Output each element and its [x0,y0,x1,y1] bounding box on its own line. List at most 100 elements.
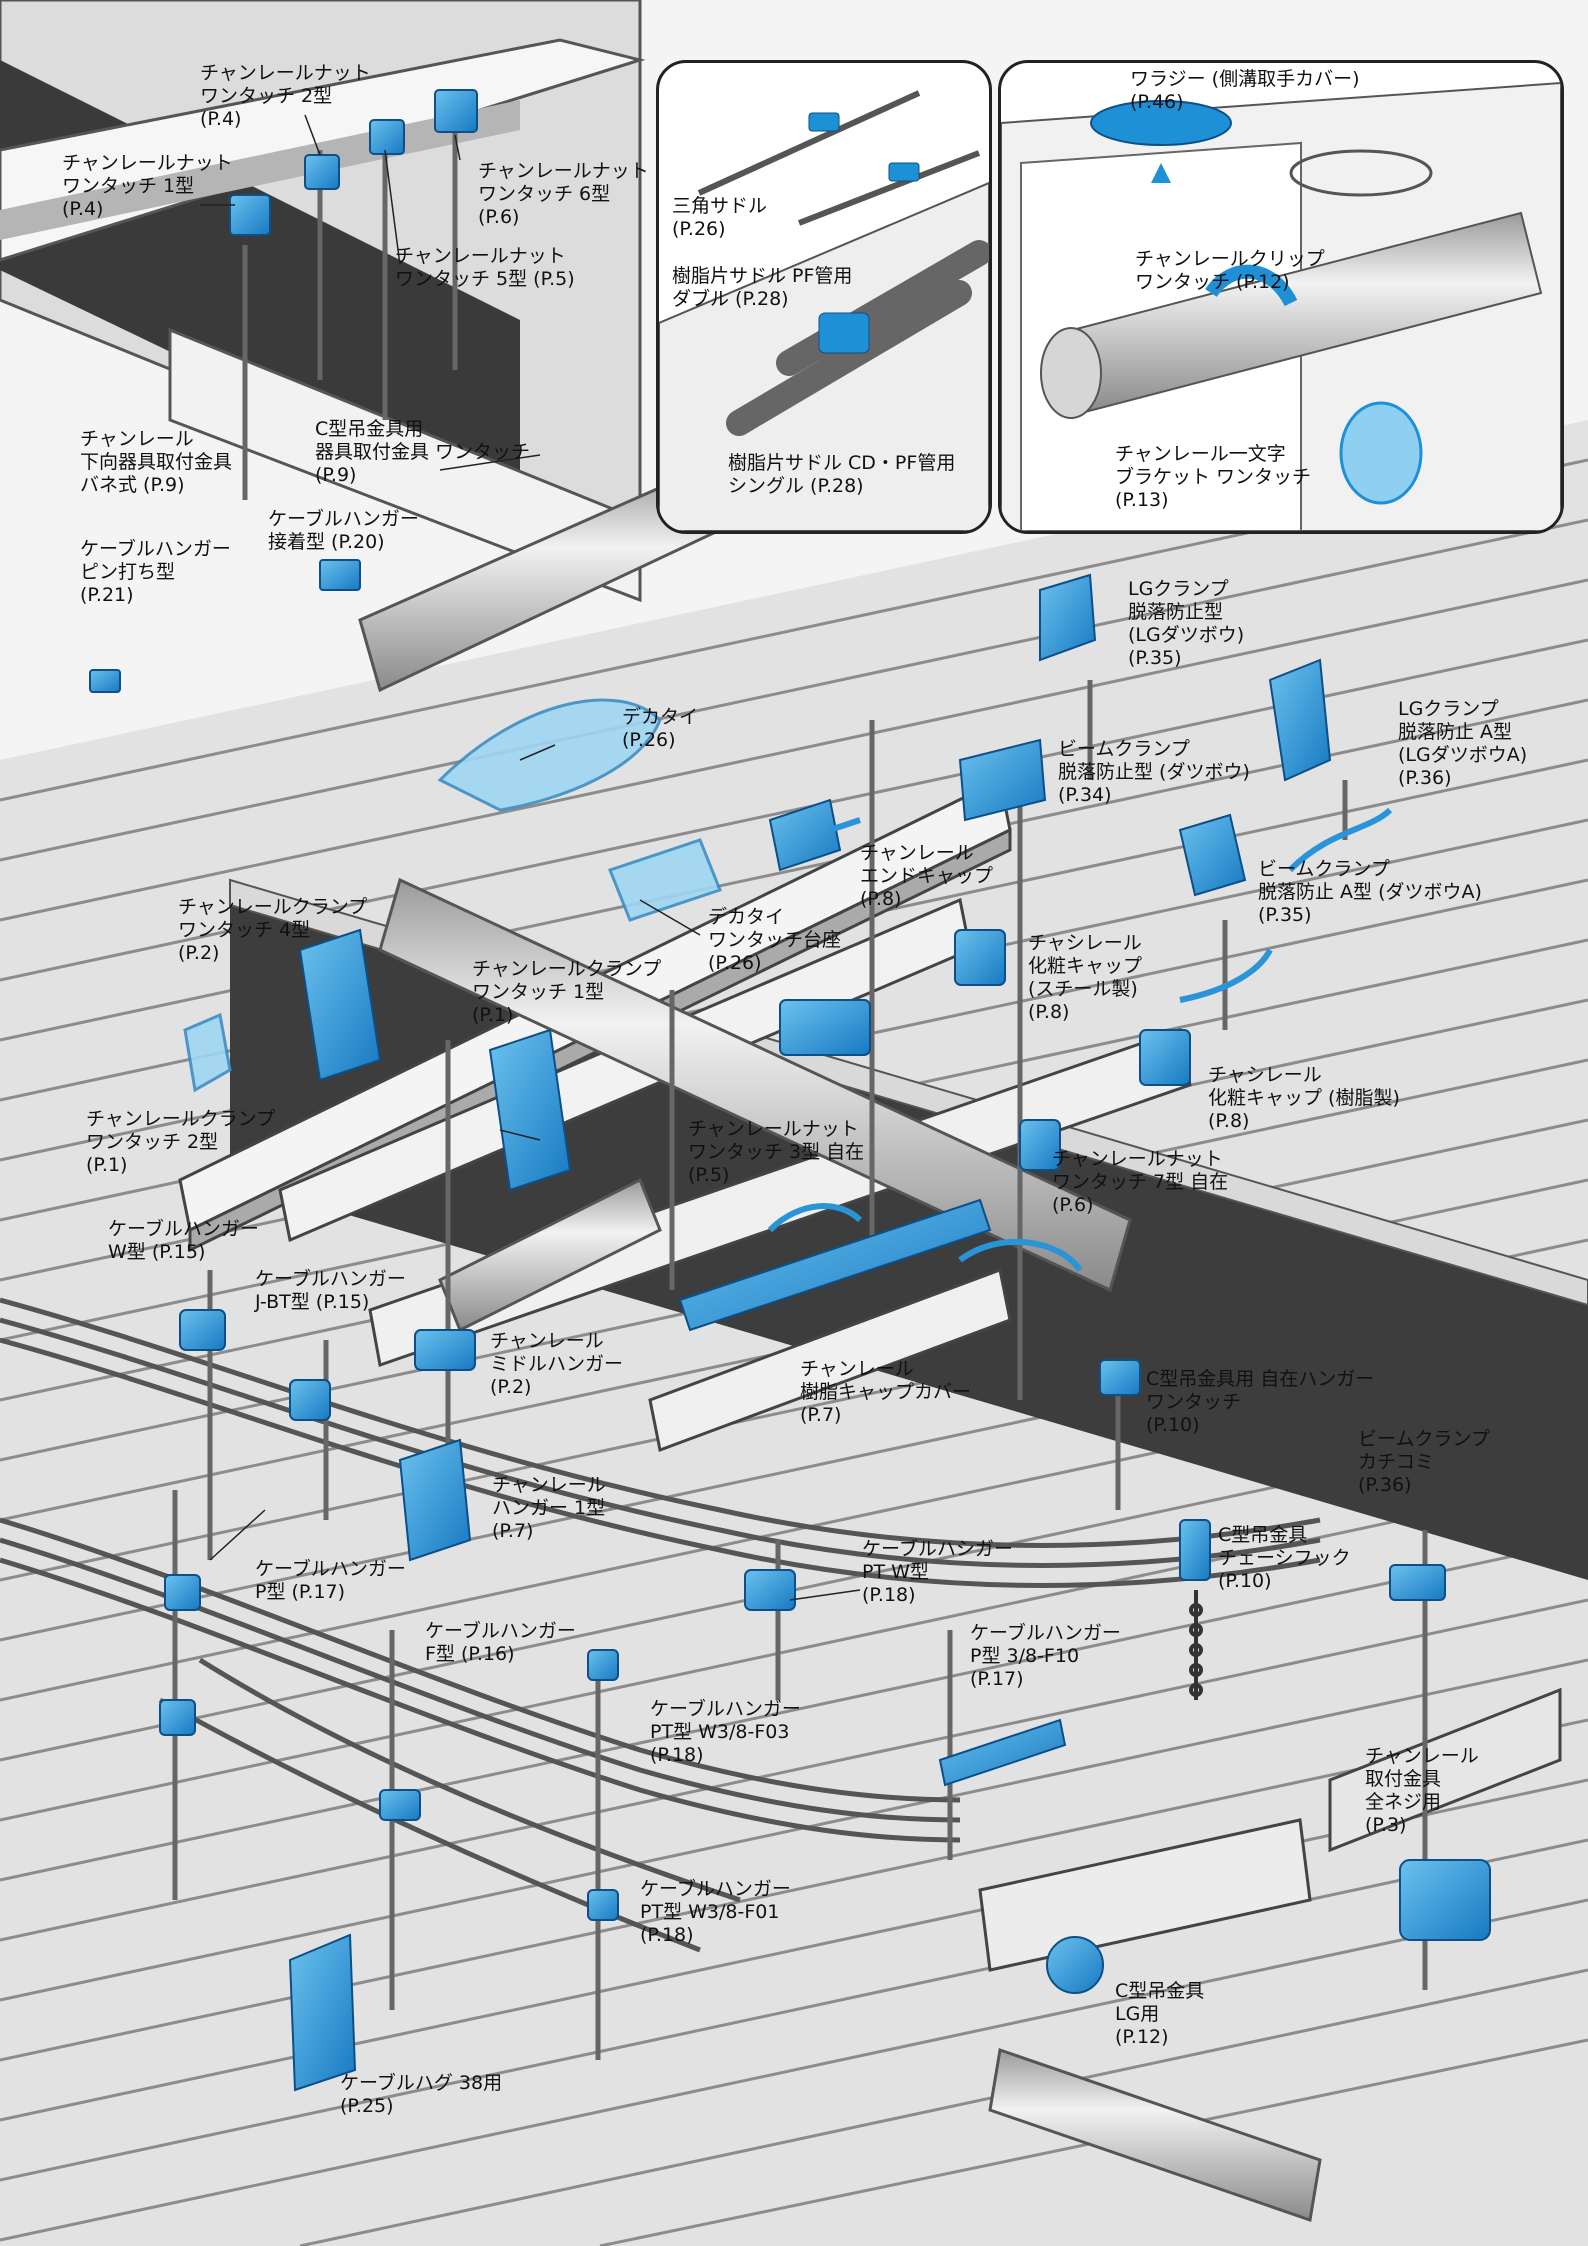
label-cap-steel: チャシレール化粧キャップ(スチール製)(P.8) [1028,932,1142,1024]
label-line: ビームクランプ [1058,738,1190,760]
label-line: ワンタッチ [1146,1391,1242,1413]
label-line: 取付金具 [1365,1768,1442,1790]
label-hanger-adhesive: ケーブルハンガー接着型 (P.20) [268,508,419,554]
label-line: (P.7) [492,1520,534,1542]
label-line: (P.7) [800,1404,842,1426]
label-warajii: ワラジー (側溝取手カバー)(P.46) [1130,68,1360,114]
label-line: デカタイ [622,706,699,728]
label-line: (P.9) [315,464,357,486]
label-line: W型 (P.15) [108,1241,206,1263]
label-line: チャンレールナット [478,160,649,182]
inset-clip-bracket-art [1001,81,1561,531]
motion-arrows [767,807,1393,1272]
label-hanger-pin: ケーブルハンガーピン打ち型(P.21) [80,538,231,607]
label-line: チャンレールクランプ [178,896,368,918]
label-line: ピン打ち型 [80,561,176,583]
label-line: ワンタッチ 1型 [62,175,195,197]
label-line: シングル (P.28) [728,475,864,497]
label-line: ブラケット ワンタッチ [1115,466,1312,488]
label-triangle-saddle: 三角サドル(P.26) [672,195,767,241]
label-cd-pf-single: 樹脂片サドル CD・PF管用シングル (P.28) [728,452,955,498]
label-line: LGクランプ [1398,698,1499,720]
label-line: チャンレール [80,428,194,450]
label-line: (P.18) [640,1924,694,1946]
label-line: ケーブルハンガー [255,1558,406,1580]
label-line: P型 3/8-F10 [970,1645,1080,1667]
label-line: 下向器具取付金具 [80,451,233,473]
label-line: (P.26) [622,729,676,751]
label-line: チャンレールクリップ [1135,248,1325,270]
label-line: (スチール製) [1028,978,1138,1000]
label-line: 化粧キャップ [1028,955,1143,977]
label-line: LGクランプ [1128,578,1229,600]
label-line: ワンタッチ (P.12) [1135,271,1290,293]
label-line: 接着型 (P.20) [268,531,385,553]
label-line: 全ネジ用 [1365,1791,1442,1813]
label-line: ケーブルハンガー [80,538,231,560]
label-line: ケーブルハンガー [108,1218,259,1240]
label-line: (P.21) [80,584,134,606]
label-line: (P.5) [688,1164,730,1186]
label-line: 三角サドル [672,195,768,217]
label-line: ケーブルハシガー [862,1538,1013,1560]
label-line: (P.13) [1115,489,1169,511]
label-line: C型吊金具 [1218,1524,1308,1546]
label-rail-clip: チャンレールクリップワンタッチ (P.12) [1135,248,1325,294]
label-line: 化粧キャップ (樹脂製) [1208,1087,1400,1109]
label-line: チャシレール [1028,932,1142,954]
label-line: ケーブルハンガー [650,1698,801,1720]
label-line: ケーブルハンガー [268,508,419,530]
label-line: ビームクランプ [1358,1428,1490,1450]
label-line: ケーブルハンガー [425,1620,576,1642]
label-beam-katikomi: ビームクランプカチコミ(P.36) [1358,1428,1490,1497]
label-lg-clamp-a: LGクランプ脱落防止 A型(LGダツボウA)(P.36) [1398,698,1527,790]
label-line: エンドキャップ [860,865,994,887]
label-line: ワンタッチ 3型 自在 [688,1141,865,1163]
light-blue-straps [183,698,722,1093]
label-line: 脱落防止 A型 (ダツボウA) [1258,881,1482,903]
label-line: (P.3) [1365,1814,1407,1836]
label-rail-full-screw: チャンレール取付金具全ネジ用(P.3) [1365,1745,1479,1837]
label-line: (P.35) [1128,647,1182,669]
label-end-cap: チャンレールエンドキャップ(P.8) [860,842,993,911]
label-line: デカタイ [708,906,785,928]
label-line: チャンレール [490,1330,604,1352]
label-line: ワンタッチ 2型 [86,1131,219,1153]
label-lg-clamp: LGクランプ脱落防止型(LGダツボウ)(P.35) [1128,578,1244,670]
label-line: (P.1) [472,1004,514,1026]
label-line: チャシレール [1208,1064,1322,1086]
label-line: (LGダツボウ) [1128,624,1245,646]
label-line: (P.10) [1218,1570,1272,1592]
label-line: 樹脂キャップカバー [800,1381,972,1403]
label-line: (P.35) [1258,904,1312,926]
label-deka-tie: デカタイ(P.26) [622,706,698,752]
label-cn-7: チャンレールナットワンタッチ 7型 自在(P.6) [1052,1148,1228,1217]
label-line: ダブル (P.28) [672,288,789,310]
label-line: (P.34) [1058,784,1112,806]
label-line: ワラジー (側溝取手カバー) [1130,68,1360,90]
label-line: (P.25) [340,2095,394,2117]
label-line: チャンレール一文字 [1115,443,1286,465]
label-line: 樹脂片サドル CD・PF管用 [728,452,956,474]
label-line: (P.46) [1130,91,1184,113]
label-line: ケーブルハンガー [970,1622,1121,1644]
label-line: ワンタッチ 7型 自在 [1052,1171,1229,1193]
label-line: ハンガー 1型 [492,1497,606,1519]
label-rail-hanger-1: チャンレールハンガー 1型(P.7) [492,1474,606,1543]
label-cn-6: チャンレールナットワンタッチ 6型(P.6) [478,160,649,229]
label-line: チャンレールナット [200,62,371,84]
label-line: チャンレールナット [395,245,566,267]
label-line: (P.1) [86,1154,128,1176]
label-bracket: チャンレール一文字ブラケット ワンタッチ(P.13) [1115,443,1311,512]
label-line: (P.6) [478,206,520,228]
label-cable-hug: ケーブルハグ 38用(P.25) [340,2072,502,2118]
blue-fittings [89,89,1491,2092]
leader-lines [200,114,861,1601]
